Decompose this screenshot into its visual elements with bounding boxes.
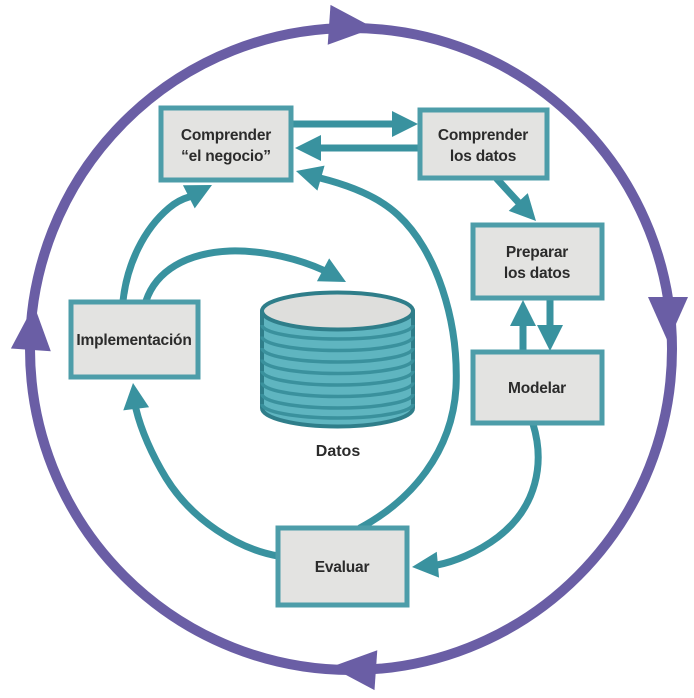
node-data-preparation-line2: los datos: [504, 265, 570, 282]
node-evaluation-box: [275, 525, 410, 608]
arrow-preparation-to-modeling-head: [537, 325, 563, 351]
arrow-evaluation-to-business: [296, 165, 460, 532]
node-data-preparation-label: Preparar los datos: [504, 244, 570, 282]
arrow-deployment-to-business-shaft: [119, 193, 193, 305]
arrow-data-to-preparation: [493, 175, 536, 221]
arrow-evaluation-to-deployment-head: [123, 383, 150, 411]
arrow-deployment-to-data-store-head: [316, 258, 346, 282]
database-stripe: [260, 359, 415, 376]
node-data-understanding-line1: Comprender: [438, 127, 528, 144]
arrow-evaluation-to-business-head: [296, 165, 325, 191]
arrow-evaluation-to-deployment-shaft: [132, 405, 282, 560]
arrow-business-to-data-head: [392, 111, 418, 137]
database-stripe: [260, 347, 415, 364]
node-data-preparation-box: [470, 222, 605, 301]
database-stripe: [260, 403, 415, 420]
arrow-modeling-to-evaluation-shaft: [433, 420, 542, 569]
database-stripe: [260, 324, 415, 341]
node-business-understanding-line2: “el negocio”: [181, 148, 271, 165]
database-stripe: [260, 370, 415, 387]
arrow-deployment-to-business-head: [182, 185, 212, 209]
node-data-understanding-line2: los datos: [450, 148, 516, 165]
arrow-data-to-preparation-head: [508, 193, 536, 221]
arrow-modeling-to-evaluation-head: [412, 551, 440, 578]
arrow-data-to-business-head: [295, 135, 321, 161]
arrow-deployment-to-business: [119, 185, 212, 305]
database-stripe: [260, 382, 415, 399]
arrow-evaluation-to-business-shaft: [316, 174, 460, 532]
node-modeling-box: [470, 349, 605, 426]
node-business-understanding-box: [158, 105, 294, 183]
node-modeling-label: Modelar: [508, 380, 566, 397]
node-data-understanding-label: Comprender los datos: [438, 127, 528, 165]
outer-cycle: [10, 4, 688, 691]
node-deployment: Implementación: [68, 299, 201, 380]
node-evaluation-label: Evaluar: [315, 559, 370, 576]
database-body: [260, 309, 415, 429]
arrow-preparation-to-modeling: [537, 296, 563, 351]
node-business-understanding: Comprender “el negocio”: [158, 105, 294, 183]
database-icon: [260, 290, 415, 429]
database-stripe: [260, 393, 415, 410]
outer-cycle-arrowhead-left: [10, 305, 51, 352]
arrow-deployment-to-data-store-shaft: [142, 247, 327, 305]
arrow-data-to-preparation-shaft: [493, 175, 523, 207]
arrow-deployment-to-data-store: [142, 247, 346, 305]
node-deployment-label: Implementación: [76, 332, 191, 349]
node-business-understanding-line1: Comprender: [181, 127, 271, 144]
outer-cycle-arrowhead-top: [327, 4, 374, 45]
node-data-preparation-line1: Preparar: [506, 244, 568, 261]
arrow-modeling-to-preparation: [510, 300, 536, 355]
flow-arrows: [119, 111, 563, 578]
arrow-evaluation-to-deployment: [123, 383, 282, 560]
node-evaluation: Evaluar: [275, 525, 410, 608]
node-data-understanding: Comprender los datos: [417, 107, 550, 181]
database-stripe: [260, 336, 415, 353]
arrow-modeling-to-preparation-head: [510, 300, 536, 326]
node-data-preparation: Preparar los datos: [470, 222, 605, 301]
outer-cycle-arrowhead-bottom: [331, 650, 378, 691]
node-business-understanding-label: Comprender “el negocio”: [181, 127, 271, 165]
database-top-ellipse: [260, 290, 415, 332]
outer-cycle-arrowhead-right: [648, 297, 688, 342]
arrow-business-to-data: [288, 111, 418, 137]
arrow-data-to-business: [295, 135, 424, 161]
node-deployment-box: [68, 299, 201, 380]
node-data-understanding-box: [417, 107, 550, 181]
arrow-modeling-to-evaluation: [412, 420, 542, 578]
node-modeling: Modelar: [470, 349, 605, 426]
data-store-label: Datos: [316, 443, 361, 460]
